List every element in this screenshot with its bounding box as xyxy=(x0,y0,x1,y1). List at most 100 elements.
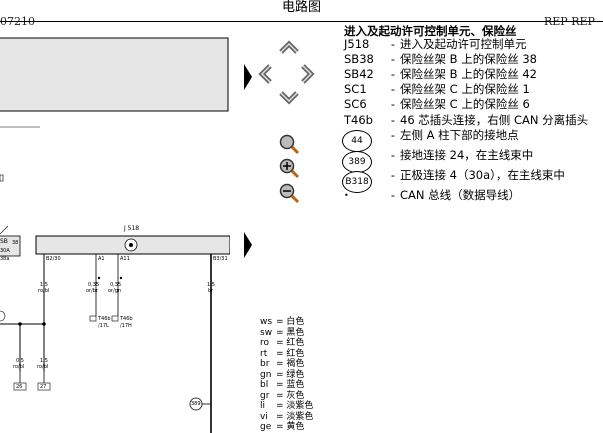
legend-dash: - xyxy=(390,82,396,96)
title-divider xyxy=(0,21,603,22)
wire-color-name: 褐色 xyxy=(286,359,305,369)
circuit-diagram-canvas xyxy=(0,37,230,433)
arrow-left-icon[interactable] xyxy=(258,64,272,84)
side-arrow-lower[interactable] xyxy=(244,232,252,262)
wire-color-name: 黄色 xyxy=(286,422,305,432)
arrow-right-icon[interactable] xyxy=(301,64,315,84)
legend-desc: 保险丝架 B 上的保险丝 38 xyxy=(400,52,537,66)
junction-dot xyxy=(18,322,22,326)
wire-color-name: 红色 xyxy=(286,348,305,359)
connector-t46b xyxy=(111,315,119,322)
wire-color: ro/bl xyxy=(13,364,25,370)
ref-number: 26 xyxy=(16,384,23,390)
wire-eq: = xyxy=(276,390,284,401)
component-block xyxy=(0,37,229,112)
zoom-out-icon[interactable] xyxy=(278,183,302,205)
wire-color: or/br xyxy=(86,288,99,294)
pin-label: B3/31 xyxy=(213,256,228,262)
wire-code: ge xyxy=(260,422,272,432)
legend-dash: - xyxy=(390,52,396,66)
zoom-reset-icon[interactable] xyxy=(278,158,302,180)
legend-dash: - xyxy=(390,67,396,81)
can-bus-symbol: • xyxy=(344,191,349,200)
junction-dot xyxy=(42,322,46,326)
legend-dash: - xyxy=(390,148,396,162)
wire-key-row: vi= 淡紫色 xyxy=(260,412,340,423)
wire-key-row: li = 淡紫色 xyxy=(260,401,340,412)
legend-dash: - xyxy=(390,113,396,127)
legend-dash: - xyxy=(390,128,396,142)
can-dot xyxy=(119,276,123,280)
wire-key-row: gr = 灰色 xyxy=(260,391,340,402)
wire-color-name: 红色 xyxy=(286,338,305,348)
arrow-down-icon[interactable] xyxy=(279,91,299,105)
legend-desc: 保险丝架 C 上的保险丝 1 xyxy=(400,82,530,96)
b318-symbol xyxy=(0,310,6,322)
connector-t46b xyxy=(89,315,97,322)
connector-label: T46b xyxy=(98,316,111,322)
wire-color-name: 蓝色 xyxy=(286,380,305,390)
title-bar: 电路图 07210 REP REP xyxy=(0,0,603,28)
wire-code: ro xyxy=(260,338,270,348)
fuse-label: SB xyxy=(0,238,8,245)
fuse-pin: 38 xyxy=(12,240,19,246)
wire-key-row: sw= 黑色 xyxy=(260,328,340,339)
wire-color-key: ws= 白色 sw= 黑色 ro= 红色 rt= 红色 br= 褐色 gn= 绿… xyxy=(260,317,340,433)
pin-label: A1 xyxy=(98,256,105,262)
wire-code: li xyxy=(260,401,266,411)
wire-color-name: 淡紫色 xyxy=(286,401,314,411)
key-symbol-center xyxy=(129,243,133,247)
legend-desc: 46 芯插头连接，右侧 CAN 分离插头 xyxy=(400,113,589,127)
document-ref: REP REP xyxy=(544,15,595,28)
wire-color-name: 绿色 xyxy=(286,369,305,380)
ref-number: 27 xyxy=(40,384,47,390)
wire-code: rt xyxy=(260,348,268,359)
side-arrow-upper[interactable] xyxy=(244,64,252,94)
arrow-up-icon[interactable] xyxy=(279,40,299,54)
legend-code: SC6 xyxy=(344,97,367,111)
legend-desc: 进入及起动许可控制单元 xyxy=(400,37,527,51)
wire-code: ws xyxy=(260,317,273,327)
connector-pin: /17L xyxy=(98,323,109,329)
wire-key-row: br= 褐色 xyxy=(260,359,340,370)
legend-desc: 保险丝架 C 上的保险丝 6 xyxy=(400,97,530,111)
wire-eq: = xyxy=(276,422,284,432)
wire-size: 0,35 xyxy=(88,282,100,288)
wire-size: 1,5 xyxy=(207,282,215,288)
wire-eq: = xyxy=(276,359,284,369)
wire-key-row: ro= 红色 xyxy=(260,338,340,349)
wire-key-row: ws= 白色 xyxy=(260,317,340,328)
wire-color: br xyxy=(208,288,214,294)
wire-color-name: 淡紫色 xyxy=(286,411,314,422)
wire-eq: = xyxy=(276,317,284,327)
wire-color-name: 白色 xyxy=(286,317,305,327)
legend-dash: - xyxy=(390,37,396,51)
wire-color: ro/bl xyxy=(37,364,49,370)
fuse-leader xyxy=(0,225,9,235)
ground-connection-symbol: 389 xyxy=(342,151,372,173)
window-title: 电路图 xyxy=(281,0,321,15)
pin-label: A11 xyxy=(120,256,130,262)
connector-pin: /17H xyxy=(120,323,132,329)
legend-code: SB38 xyxy=(344,52,374,66)
pin-label: B2/30 xyxy=(46,256,61,262)
legend-code: T46b xyxy=(344,113,373,127)
ground-389-symbol xyxy=(189,397,203,411)
wire-code: gr xyxy=(260,390,270,401)
wire-code: bl xyxy=(260,380,269,390)
wire-code: gn xyxy=(260,369,272,380)
positive-connection-symbol: B318 xyxy=(342,171,372,193)
legend-desc: 左侧 A 柱下部的接地点 xyxy=(400,128,519,142)
wire-eq: = xyxy=(276,327,284,338)
legend-desc: 保险丝架 B 上的保险丝 42 xyxy=(400,67,537,81)
wire-color-name: 灰色 xyxy=(286,390,305,401)
fuse-rating: 30A xyxy=(0,248,10,254)
wire-eq: = xyxy=(276,401,284,411)
wire-size: 1,5 xyxy=(40,358,48,364)
legend-dash: - xyxy=(390,97,396,111)
wire-key-row: gn= 绿色 xyxy=(260,370,340,381)
zoom-in-icon[interactable] xyxy=(278,134,302,156)
legend-desc: 正极连接 4（30a），在主线束中 xyxy=(400,168,565,182)
circuit-diagram-viewport[interactable]: J 518 SB 38 30A 38a B2/30 A1 A11 B3/31 1… xyxy=(0,22,230,433)
fuse-sb38-box xyxy=(0,235,21,257)
